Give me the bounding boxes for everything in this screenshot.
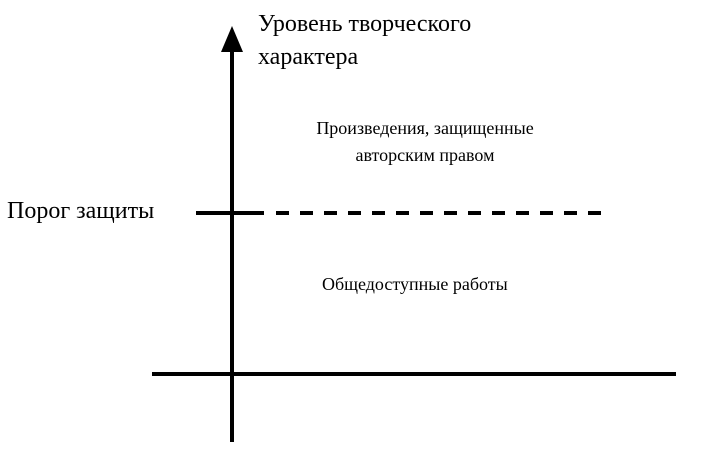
upper-region-label: Произведения, защищенные авторским право… <box>316 118 534 165</box>
vertical-axis-title: Уровень творческого характера <box>258 11 472 70</box>
threshold-label: Порог защиты <box>7 198 155 224</box>
vertical-axis-arrowhead <box>221 26 243 52</box>
lower-region-label: Общедоступные работы <box>322 274 508 294</box>
